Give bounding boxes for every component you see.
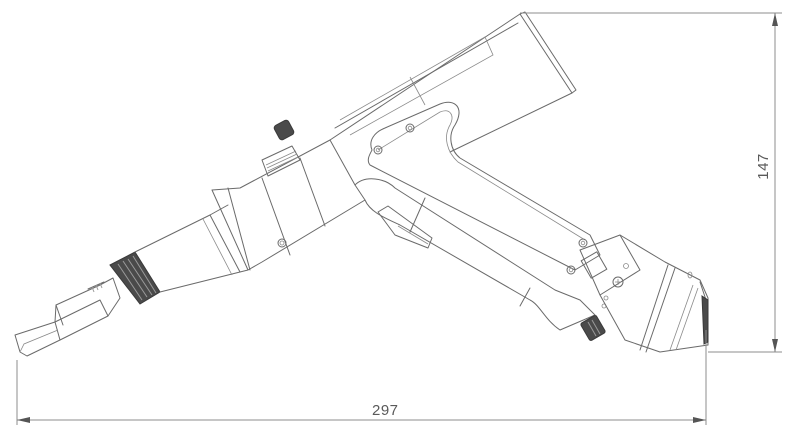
nozzle-lock-nut	[109, 251, 161, 305]
main-housing	[211, 119, 366, 271]
dimension-width	[16, 330, 707, 425]
grip	[354, 178, 596, 331]
nozzle-tube	[87, 277, 121, 317]
handle-cutout	[367, 101, 601, 275]
side-connector	[579, 234, 641, 341]
upper-body	[329, 11, 577, 153]
dimension-height-label: 147	[754, 153, 772, 180]
barrel	[134, 204, 249, 293]
dimension-width-label: 297	[372, 402, 399, 419]
dimension-height	[520, 12, 782, 353]
nozzle-tip	[14, 284, 109, 357]
output-head	[599, 234, 709, 353]
